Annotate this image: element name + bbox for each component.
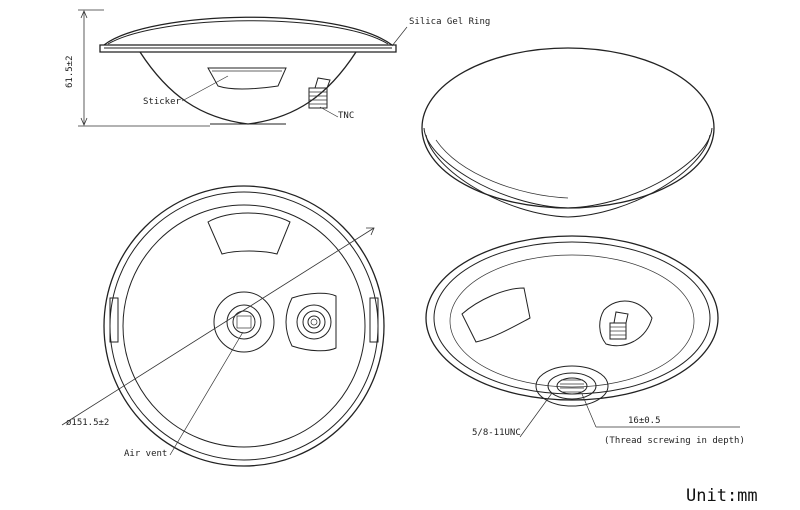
sticker-label: Sticker [143,97,181,107]
tnc-label: TNC [338,111,355,121]
diameter-dimension-label: ø151.5±2 [66,418,110,428]
thread-spec-label: 5/8-11UNC [472,428,521,438]
silica-gel-ring-label: Silica Gel Ring [409,17,491,27]
height-dimension-label: 61.5±2 [65,55,75,88]
perspective-bottom-view [425,235,740,438]
thread-depth-label: 16±0.5 [628,416,661,426]
side-view [78,9,408,127]
unit-label: Unit:mm [686,486,758,506]
thread-depth-note: (Thread screwing in depth) [604,436,745,446]
perspective-top-view [421,47,715,218]
air-vent-label: Air vent [124,449,168,459]
bottom-view [61,185,385,467]
